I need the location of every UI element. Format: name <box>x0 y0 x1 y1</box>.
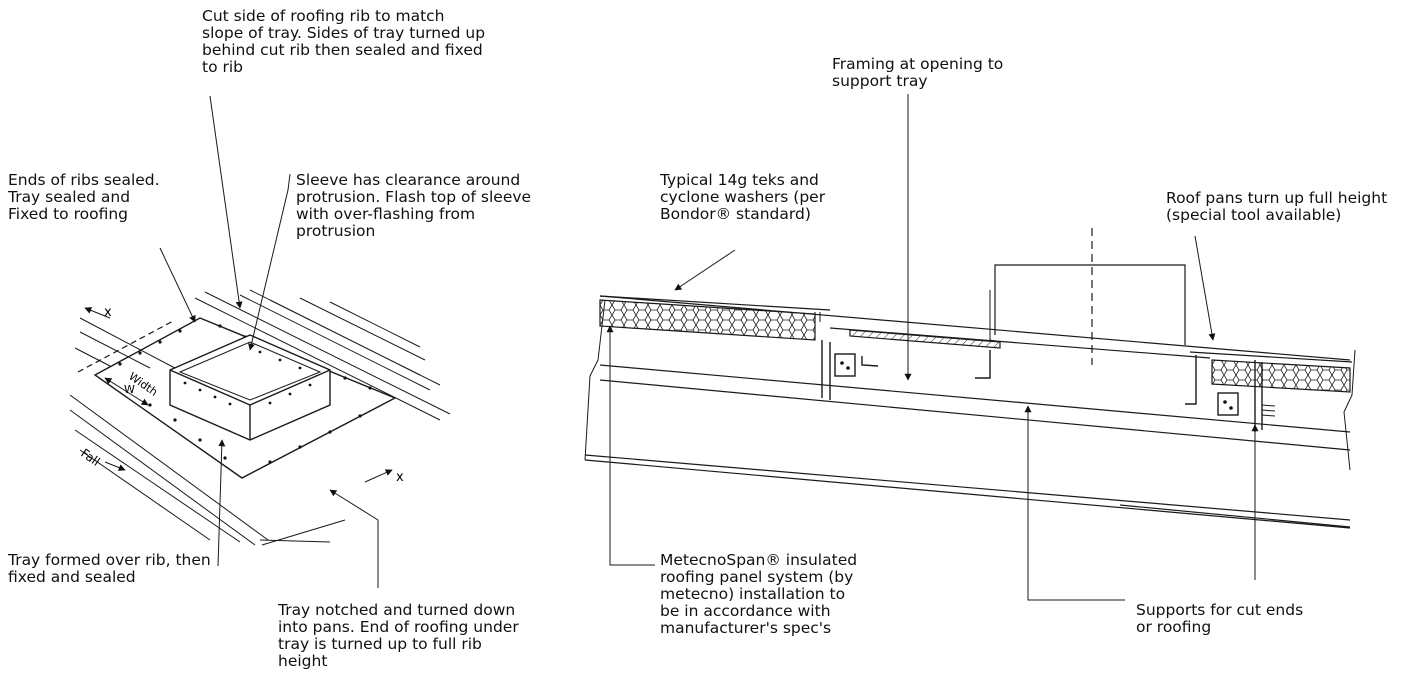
sleeve-section <box>989 264 1186 345</box>
label-framing: Framing at opening to support tray <box>832 55 1004 90</box>
label-cut-rib: Cut side of roofing rib to match slope o… <box>202 7 486 76</box>
tray-flashing <box>849 329 1001 349</box>
x-label-left: x <box>104 305 112 320</box>
x-label-right: x <box>396 470 404 485</box>
label-tray-notched: Tray notched and turned down into pans. … <box>278 601 519 670</box>
fall-arrow <box>104 461 126 471</box>
insulated-panel-left <box>599 299 816 341</box>
purlin-line-1 <box>599 364 1351 433</box>
sleeve-fixings <box>183 350 312 406</box>
purlin-line-2 <box>599 379 1351 451</box>
x-dimension-left <box>84 307 111 319</box>
isometric-view <box>69 289 451 546</box>
beam-line-1 <box>584 454 1351 521</box>
right-leader-lines <box>606 94 1259 601</box>
label-roof-pans: Roof pans turn up full height (special t… <box>1166 189 1388 224</box>
x-dimension-right <box>364 469 393 483</box>
label-metecnospan: MetecnoSpan® insulated roofing panel sys… <box>660 551 858 637</box>
fall-label: Fall <box>78 446 102 469</box>
beam-line-2 <box>584 459 1351 529</box>
label-teks: Typical 14g teks and cyclone washers (pe… <box>660 171 826 223</box>
label-ends-sealed: Ends of ribs sealed. Tray sealed and Fix… <box>8 171 160 223</box>
left-leader-lines <box>159 95 379 588</box>
label-supports: Supports for cut ends or roofing <box>1136 601 1304 636</box>
framing-channels <box>821 340 1263 432</box>
insulated-panel-right <box>1211 359 1351 393</box>
sleeve-box <box>169 334 331 441</box>
label-sleeve: Sleeve has clearance around protrusion. … <box>296 171 532 240</box>
cut-line-dashed <box>77 319 176 373</box>
roof-sheet-ribs <box>69 289 451 546</box>
label-tray-formed: Tray formed over rib, then fixed and sea… <box>8 551 211 586</box>
w-label: W <box>124 383 135 396</box>
section-view <box>584 228 1356 529</box>
width-dimension <box>104 377 149 406</box>
tray-outline <box>93 317 397 479</box>
